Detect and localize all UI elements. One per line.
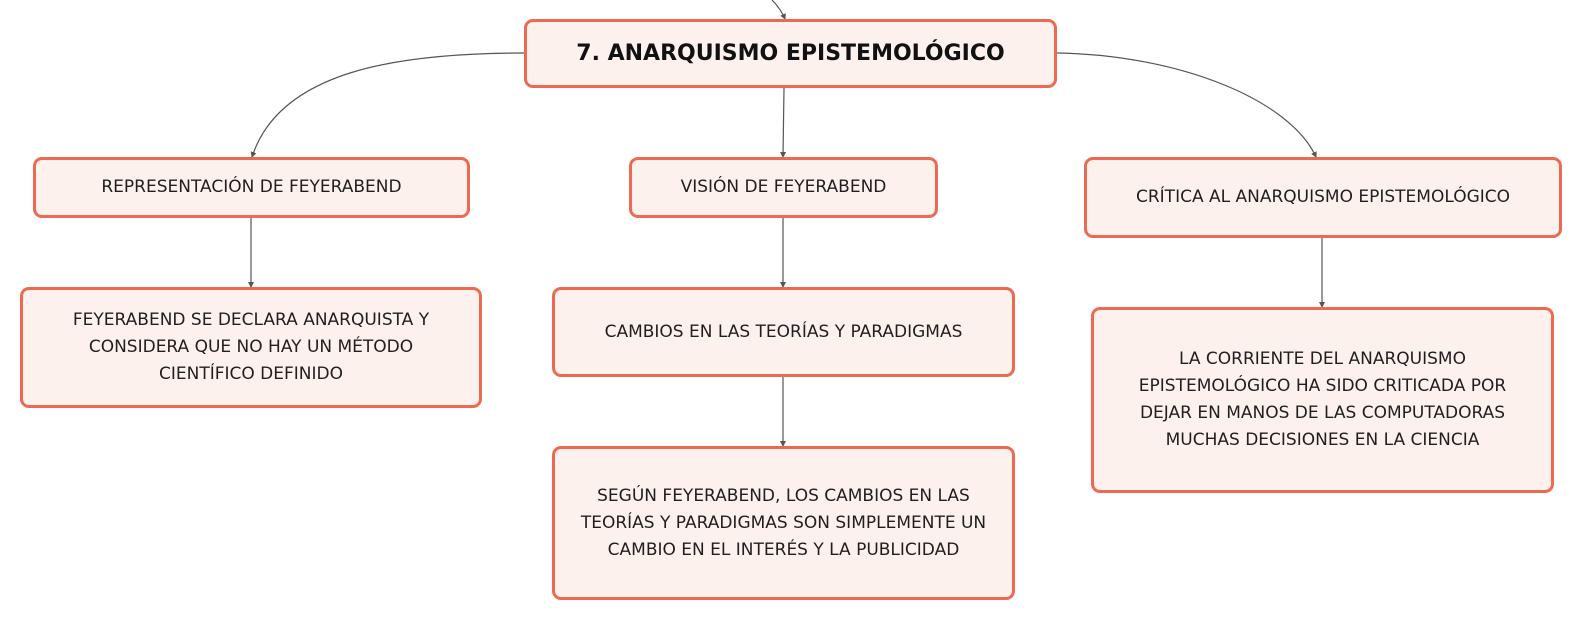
leaf-cambios-teorias[interactable]: CAMBIOS EN LAS TEORÍAS Y PARADIGMAS — [552, 287, 1015, 377]
edge-root-to-branch-1 — [250, 52, 525, 158]
edge-parent-to-root — [771, 0, 786, 20]
branch-vision[interactable]: VISIÓN DE FEYERABEND — [629, 157, 938, 218]
leaf-corriente-criticada-text: LA CORRIENTE DEL ANARQUISMO EPISTEMOLÓGI… — [1138, 349, 1507, 450]
leaf-corriente-criticada[interactable]: LA CORRIENTE DEL ANARQUISMO EPISTEMOLÓGI… — [1091, 307, 1554, 493]
leaf-feyerabend-anarquista-text: FEYERABEND SE DECLARA ANARQUISTA Y CONSI… — [72, 310, 430, 384]
edge-root-to-branch-3 — [1056, 52, 1317, 158]
leaf-cambios-teorias-text: CAMBIOS EN LAS TEORÍAS Y PARADIGMAS — [604, 321, 963, 342]
branch-critica[interactable]: CRÍTICA AL ANARQUISMO EPISTEMOLÓGICO — [1084, 157, 1562, 238]
leaf-segun-feyerabend[interactable]: SEGÚN FEYERABEND, LOS CAMBIOS EN LAS TEO… — [552, 446, 1015, 600]
root-topic[interactable]: 7. ANARQUISMO EPISTEMOLÓGICO — [524, 19, 1057, 88]
edge-root-to-branch-2 — [780, 87, 787, 158]
leaf-feyerabend-anarquista[interactable]: FEYERABEND SE DECLARA ANARQUISTA Y CONSI… — [20, 287, 482, 408]
leaf-segun-feyerabend-text: SEGÚN FEYERABEND, LOS CAMBIOS EN LAS TEO… — [580, 485, 987, 560]
branch-representacion-label: REPRESENTACIÓN DE FEYERABEND — [101, 177, 402, 197]
branch-representacion[interactable]: REPRESENTACIÓN DE FEYERABEND — [33, 157, 470, 218]
branch-vision-label: VISIÓN DE FEYERABEND — [680, 177, 887, 197]
root-topic-label: 7. ANARQUISMO EPISTEMOLÓGICO — [576, 41, 1005, 66]
branch-critica-label: CRÍTICA AL ANARQUISMO EPISTEMOLÓGICO — [1135, 187, 1511, 207]
